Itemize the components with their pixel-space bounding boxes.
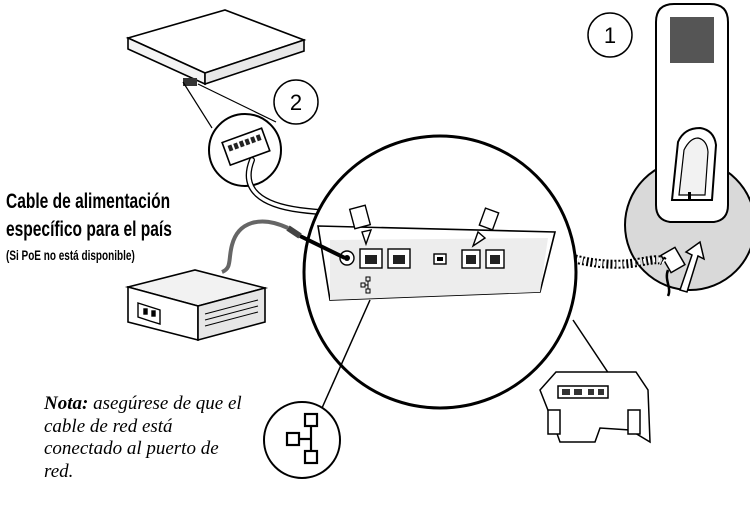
power-cable-subtitle: (Si PoE no está disponible) <box>6 248 135 263</box>
power-cable-title-line1: Cable de alimentación <box>6 190 171 213</box>
power-cable-title-line2: específico para el país <box>6 218 172 241</box>
handset <box>655 3 729 223</box>
network-port-callout <box>263 401 341 479</box>
network-note: Nota: asegúrese de que el cable de red e… <box>44 393 244 483</box>
ac-inlet-icon <box>137 302 161 325</box>
note-label: Nota: <box>44 393 89 414</box>
power-adapter <box>124 219 346 342</box>
switch-port <box>183 78 197 86</box>
handset-plug <box>471 207 500 248</box>
earpiece-grille <box>670 17 714 63</box>
step-2-callout: 2 <box>273 79 319 125</box>
step-2-number: 2 <box>290 90 302 115</box>
handset-jack <box>660 240 706 297</box>
step-1-callout: 1 <box>587 12 633 58</box>
network-port-icon <box>360 276 371 294</box>
note-text: asegúrese de que el cable de red está co… <box>44 393 242 482</box>
network-switch <box>125 9 307 86</box>
port-panel-zoom <box>302 134 578 410</box>
switch-port-zoom <box>208 113 282 187</box>
arrow-down-icon <box>361 229 373 247</box>
lan-plug <box>348 204 373 247</box>
network-port-icon <box>285 412 319 465</box>
phone-base <box>539 371 651 444</box>
step-1-number: 1 <box>604 23 616 48</box>
insert-arrow-icon <box>679 240 706 293</box>
